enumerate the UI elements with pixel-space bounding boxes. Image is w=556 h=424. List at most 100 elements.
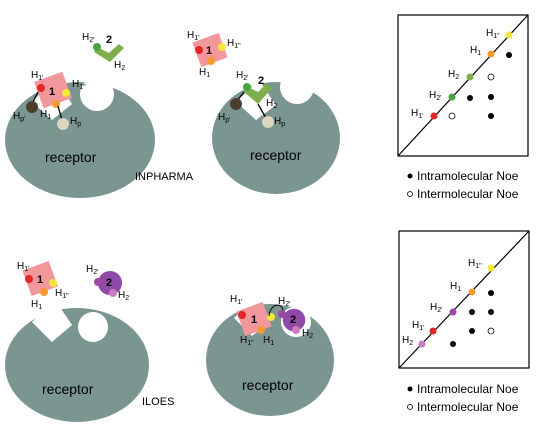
ligand-2-number: 2 <box>290 314 296 326</box>
svg-text:H1': H1' <box>412 320 424 332</box>
hp-dot <box>57 118 69 130</box>
diag-peak-h2 <box>466 73 474 81</box>
receptor-shape <box>206 304 334 416</box>
receptor-label: receptor <box>45 149 97 165</box>
svg-text:H1: H1 <box>31 299 42 311</box>
diag-peak-h1 <box>487 50 495 58</box>
h2-prime-dot <box>93 43 101 51</box>
ligand-2-number: 2 <box>106 34 112 46</box>
h1-dot <box>257 326 265 334</box>
ligand-1-number: 1 <box>37 274 43 286</box>
svg-text:H1": H1" <box>55 288 69 300</box>
svg-text:H1: H1 <box>199 67 210 79</box>
h1-dprime-dot <box>49 279 57 287</box>
panel-inpharma-free: receptor 1 H1' H1" Hp' H1 Hp 2 H2' H2 <box>5 32 155 198</box>
legend-intra-marker <box>407 173 413 179</box>
svg-text:H1: H1 <box>40 109 51 121</box>
noe-arc <box>268 304 284 317</box>
diag-peak-h1-dprime <box>487 264 495 272</box>
legend-intra-marker <box>407 386 413 392</box>
h1-dot <box>207 57 215 65</box>
ligand-1-bound: 1 H1' H1" H1 <box>230 294 275 347</box>
hp-prime-dot <box>26 101 38 113</box>
intra-cross-peak <box>450 341 456 347</box>
h2-prime-dot <box>243 83 251 91</box>
svg-text:H1': H1' <box>411 108 423 120</box>
receptor-label: receptor <box>250 147 302 163</box>
h1-prime-dot <box>25 275 33 283</box>
ligand-1: 1 H1' H1" H1 <box>187 30 241 79</box>
receptor-shape <box>5 82 155 198</box>
diag-peak-h1-prime <box>430 112 438 120</box>
legend-bottom: Intramolecular Noe Intermolecular Noe <box>407 382 519 414</box>
legend-inter-label: Intermolecular Noe <box>417 187 519 201</box>
h-labels: H1' H1" Hp' H1 Hp <box>13 70 86 128</box>
svg-text:H1": H1" <box>72 79 86 91</box>
legend-inter-marker <box>407 404 413 410</box>
svg-text:H1": H1" <box>240 335 254 347</box>
intra-cross-peak <box>469 328 475 334</box>
diag-peak-h2-prime <box>448 93 456 101</box>
diag-peak-h2-prime <box>449 308 457 316</box>
inter-cross-peak <box>448 112 456 120</box>
svg-text:H2': H2' <box>430 302 442 314</box>
svg-text:H1: H1 <box>263 335 274 347</box>
inter-cross-peak <box>487 327 495 335</box>
intra-cross-peak <box>467 95 473 101</box>
svg-text:Hp': Hp' <box>218 112 230 124</box>
receptor-label: receptor <box>242 377 294 393</box>
diag-peak-h2 <box>418 340 426 348</box>
h1-dot <box>40 288 48 296</box>
ligand-2-bound: 2 H2' H2 Hp' Hp <box>218 70 285 128</box>
panel-iloes-bound: receptor 1 H1' H1" H1 2 H2' H2 <box>206 294 334 416</box>
intra-cross-peak <box>488 290 494 296</box>
caption-iloes: ILOES <box>142 396 174 408</box>
iloes-spectrum: H1" H1 H2' H1' H2 <box>398 230 530 369</box>
ligand-2-number: 2 <box>258 75 264 87</box>
svg-text:H2: H2 <box>114 60 125 72</box>
svg-text:H2': H2' <box>236 70 248 82</box>
svg-text:H2: H2 <box>448 69 459 81</box>
svg-text:Hp: Hp <box>274 116 285 128</box>
svg-text:H1: H1 <box>450 281 461 293</box>
legend-inter-label: Intermolecular Noe <box>417 400 519 414</box>
svg-text:H2: H2 <box>402 335 413 347</box>
panel-iloes-free: receptor 1 H1' H1" H1 2 H2' H2 ILOES <box>5 260 174 422</box>
ligand-2-bound: 2 H2' H2 <box>268 296 313 340</box>
ligand-1-number: 1 <box>251 314 257 326</box>
h1-prime-dot <box>238 311 246 319</box>
svg-text:H2': H2' <box>82 32 94 44</box>
h2-prime-dot <box>94 278 102 286</box>
svg-text:H1': H1' <box>187 30 199 42</box>
svg-text:H2': H2' <box>278 296 290 308</box>
legend-intra-label: Intramolecular Noe <box>417 382 519 396</box>
caption-inpharma: INPHARMA <box>135 171 194 183</box>
h1-dprime-dot <box>267 313 275 321</box>
ligand-1: 1 <box>26 71 72 130</box>
svg-text:H1": H1" <box>227 38 241 50</box>
svg-text:H1': H1' <box>31 70 43 82</box>
ligand-1-number: 1 <box>206 45 212 57</box>
h1-dprime-dot <box>218 43 226 51</box>
hp-dot <box>262 116 274 128</box>
diag-peak-h1-dprime <box>505 31 513 39</box>
svg-text:H1': H1' <box>230 294 242 306</box>
inter-cross-peak <box>487 73 495 81</box>
intra-cross-peak <box>506 52 512 58</box>
panel-inpharma-bound: receptor 1 H1' H1" H1 2 H2' H2 Hp' Hp IN… <box>135 30 340 194</box>
ligand-2: 2 H2' H2 <box>86 264 129 302</box>
svg-text:H1: H1 <box>470 45 481 57</box>
receptor-shape <box>5 308 149 422</box>
ligand-1-number: 1 <box>49 86 55 98</box>
h1-prime-dot <box>37 84 45 92</box>
h1-prime-dot <box>195 46 203 54</box>
h2-prime-dot <box>278 310 286 318</box>
svg-text:H2': H2' <box>429 90 441 102</box>
intra-cross-peak <box>469 309 475 315</box>
receptor-shape <box>212 82 340 194</box>
receptor-label: receptor <box>42 381 94 397</box>
legend-intra-label: Intramolecular Noe <box>417 169 519 183</box>
h2-dot <box>292 326 300 334</box>
intra-cross-peak <box>488 94 494 100</box>
